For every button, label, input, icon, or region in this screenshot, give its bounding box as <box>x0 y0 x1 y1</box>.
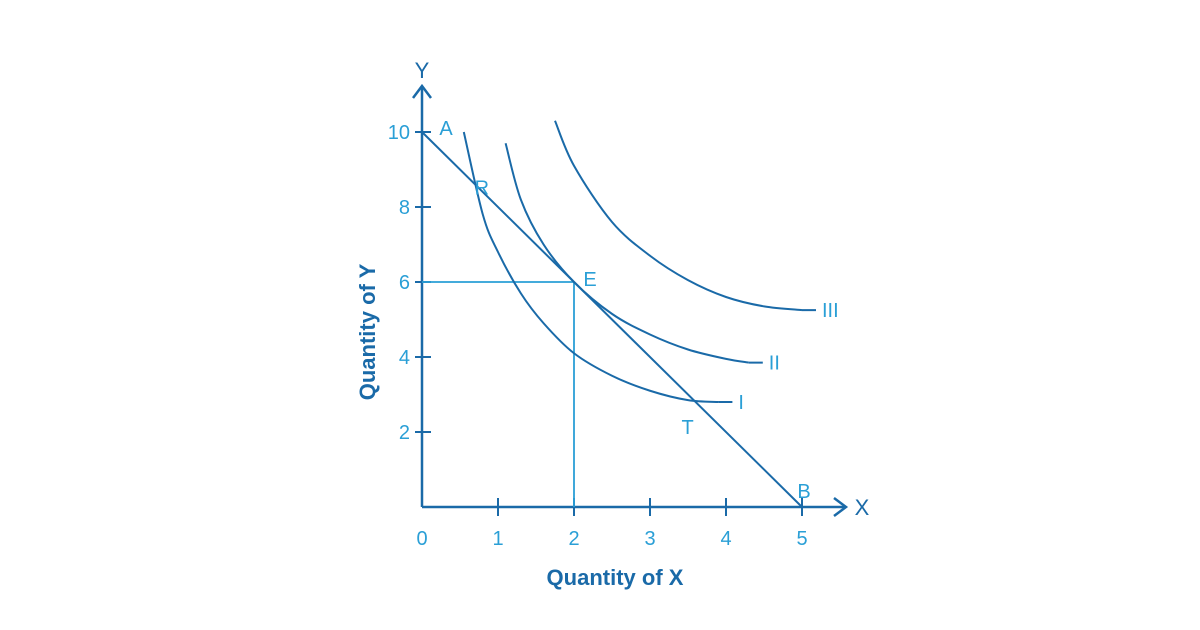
point-label-b: B <box>797 481 810 503</box>
point-label-a: A <box>439 118 453 140</box>
y-tick-label: 6 <box>399 272 410 294</box>
y-tick-label: 4 <box>399 347 410 369</box>
x-axis-title: Quantity of X <box>547 565 684 590</box>
x-tick-label: 5 <box>796 528 807 550</box>
indifference-curve-iii <box>554 120 803 312</box>
y-tick-label: 10 <box>388 122 410 144</box>
x-tick-label: 3 <box>644 528 655 550</box>
point-label-r: R <box>475 177 489 199</box>
y-axis-arrow <box>412 83 432 99</box>
x-axis-letter: X <box>855 495 870 520</box>
axes: Y X 0 1 2 3 4 5 2 4 6 8 10 <box>388 58 870 550</box>
x-tick-label: 4 <box>720 528 731 550</box>
y-tick-label: 2 <box>399 422 410 444</box>
point-label-e: E <box>583 269 596 291</box>
curve-label-i: I <box>738 392 744 414</box>
x-axis-arrow <box>833 497 849 517</box>
x-tick-label: 1 <box>492 528 503 550</box>
budget-line-group <box>421 131 803 508</box>
budget-line <box>421 131 803 508</box>
indifference-curves <box>462 120 816 403</box>
y-axis-title: Quantity of Y <box>355 263 380 400</box>
y-tick-label: 8 <box>399 197 410 219</box>
x-tick-label: 0 <box>416 528 427 550</box>
x-tick-label: 2 <box>568 528 579 550</box>
y-axis-letter: Y <box>415 58 430 83</box>
point-label-t: T <box>681 417 693 439</box>
curve-label-ii: II <box>769 353 780 375</box>
indifference-curve-ii <box>504 142 749 364</box>
indifference-curve-i <box>462 131 719 403</box>
equilibrium-guides <box>422 281 575 507</box>
curve-label-iii: III <box>822 300 839 322</box>
